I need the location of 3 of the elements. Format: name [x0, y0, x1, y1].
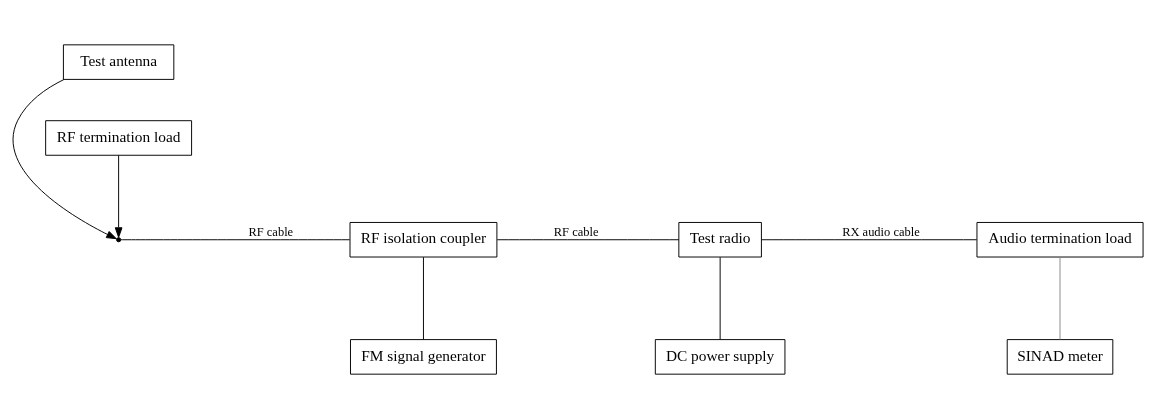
edge-label: RF cable [248, 224, 294, 239]
edge-label: RF cable [553, 224, 599, 239]
edge-label: RX audio cable [842, 224, 920, 239]
